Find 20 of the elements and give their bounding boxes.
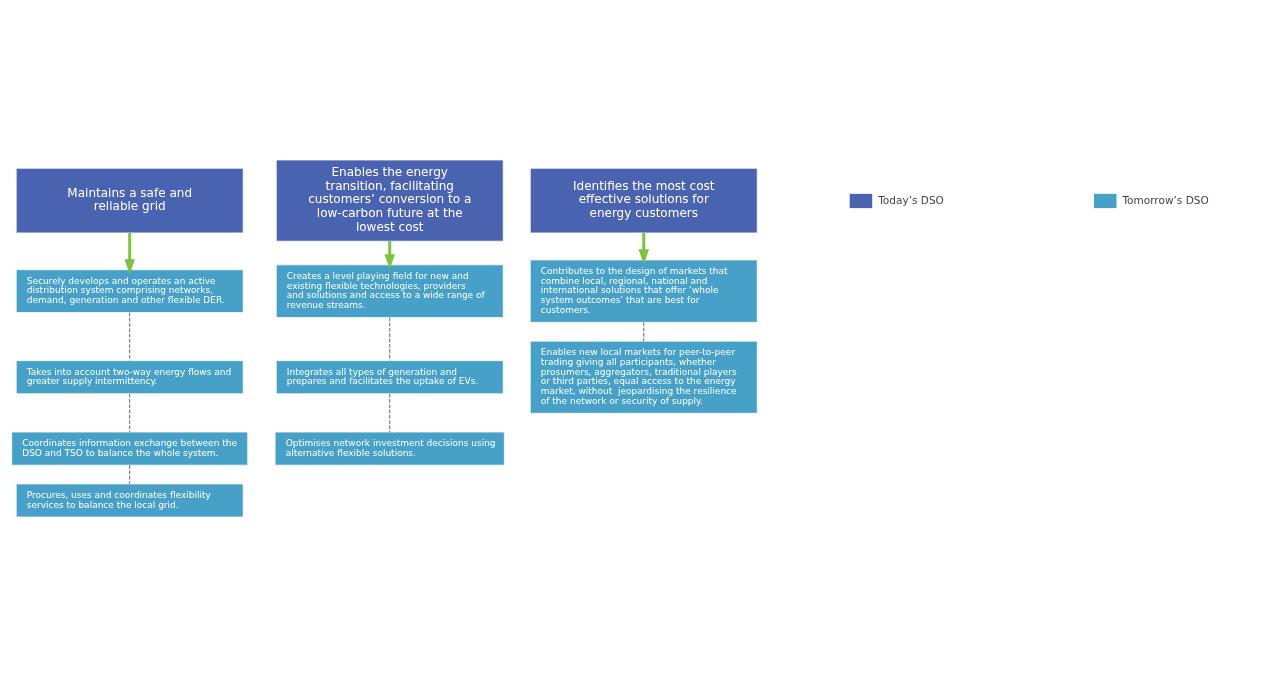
node-box: Enables the energy transition, facilitating customers’ conversion to a low-carbon future at the lowest cost — [275, 159, 504, 242]
node-box: Takes into account two-way energy flows and greater supply intermittency. — [15, 360, 244, 395]
connector — [129, 464, 131, 485]
arrow — [638, 233, 650, 265]
node-box: Enables new local markets for peer-to-peer trading giving all participants, whether prosumers, aggregators, traditional players or third parties, equal access to the energy market, without jeopardising the resilience of the network or security of supply. — [529, 340, 758, 414]
node-box: Contributes to the design of markets that combine local, regional, national and international solutions that offer ‘whole system outcomes’ that are best for customers. — [529, 259, 758, 323]
node-box: Creates a level playing field for new and existing flexible technologies, providers and solutions and access to a wide range of revenue streams. — [275, 264, 504, 318]
connector — [129, 312, 131, 361]
node-box: Identifies the most cost effective solutions for energy customers — [529, 167, 758, 234]
node-box: Integrates all types of generation and prepares and facilitates the uptake of EVs. — [275, 360, 504, 395]
node-box: Procures, uses and coordinates flexibility services to balance the local grid. — [15, 483, 244, 518]
legend-label: Today’s DSO — [878, 193, 944, 206]
node-box: Optimises network investment decisions using alternative flexible solutions. — [274, 431, 505, 466]
legend-label: Tomorrow’s DSO — [1122, 193, 1209, 206]
connector — [129, 393, 131, 433]
arrow — [384, 241, 395, 270]
arrow — [124, 233, 135, 275]
node-box: Securely develops and operates an active distribution system comprising networks, demand, generation and other flexible DER. — [15, 269, 244, 313]
node-box: Coordinates information exchange between the DSO and TSO to balance the whole system. — [11, 431, 249, 466]
node-box: Maintains a safe and reliable grid — [15, 167, 244, 234]
